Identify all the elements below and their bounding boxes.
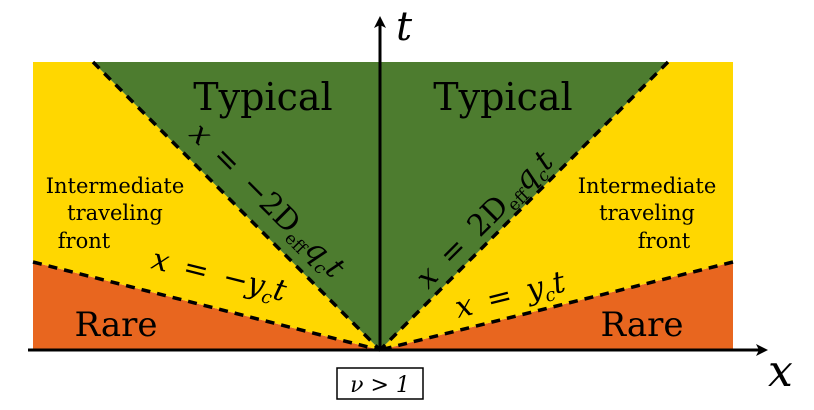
boundary-outer-right bbox=[378, 60, 670, 352]
rare-label-left: Rare bbox=[74, 305, 157, 345]
boundary-label-outer-right: x = 2Deffqct bbox=[409, 143, 563, 297]
svg-text:front: front bbox=[638, 229, 691, 253]
svg-text:Intermediate: Intermediate bbox=[46, 174, 185, 198]
intermediate-label-left: Intermediate traveling front bbox=[46, 174, 185, 253]
boundary-outer-left bbox=[91, 60, 382, 352]
svg-text:traveling: traveling bbox=[67, 201, 163, 225]
condition-label: ν > 1 bbox=[350, 373, 410, 398]
boundary-inner-left bbox=[32, 260, 381, 352]
boundary-inner-right bbox=[379, 260, 734, 352]
x-axis-label: x bbox=[768, 346, 793, 397]
t-axis-label: t bbox=[396, 4, 413, 50]
svg-text:Intermediate: Intermediate bbox=[578, 174, 717, 198]
intermediate-label-right: Intermediate traveling front bbox=[578, 174, 717, 253]
typical-label-left: Typical bbox=[193, 75, 332, 119]
intermediate-region-right bbox=[380, 62, 733, 350]
condition-box bbox=[336, 367, 424, 400]
rare-label-right: Rare bbox=[600, 305, 683, 345]
svg-text:x = 2Deffqct: x = 2Deffqct bbox=[409, 143, 563, 297]
typical-label-right: Typical bbox=[433, 75, 572, 119]
svg-text:traveling: traveling bbox=[599, 201, 695, 225]
svg-text:front: front bbox=[58, 229, 111, 253]
intermediate-region-left bbox=[33, 62, 380, 350]
